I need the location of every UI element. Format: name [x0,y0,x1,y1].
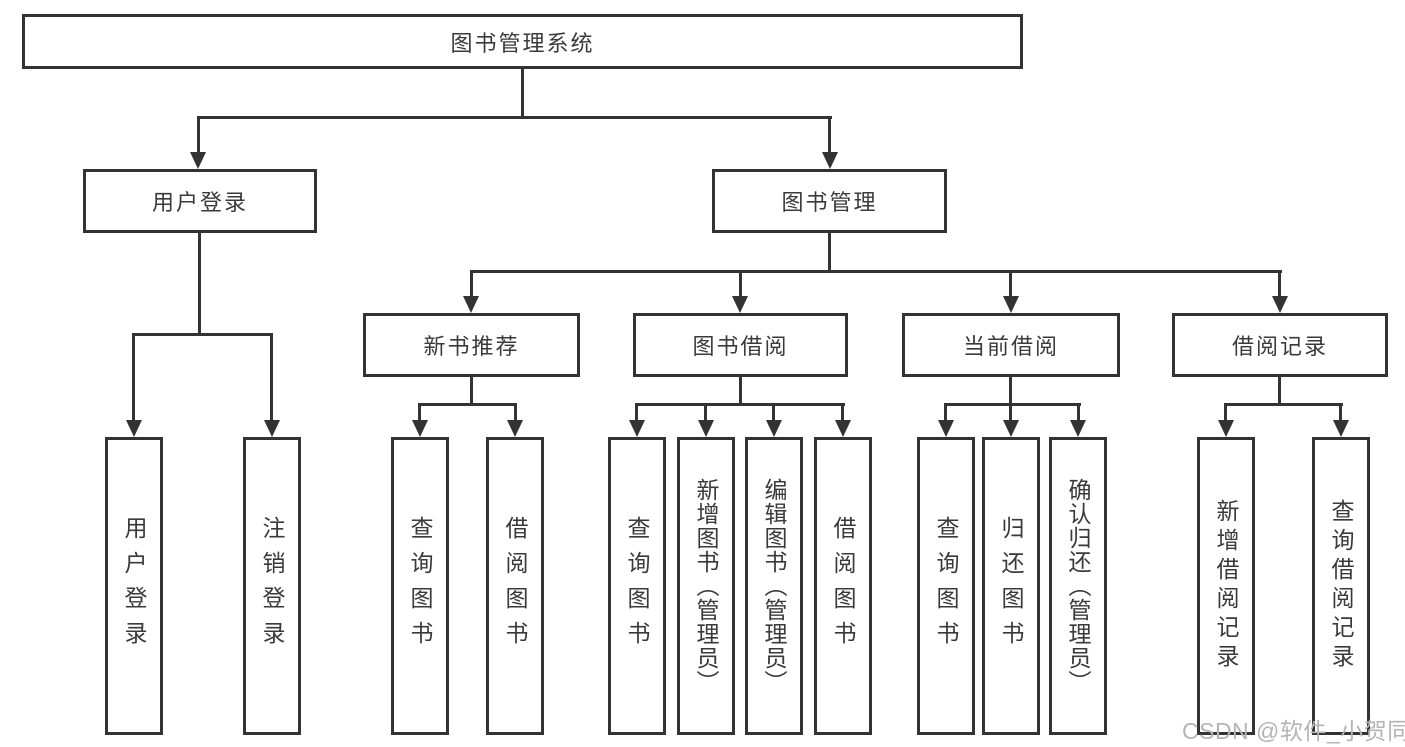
connector-drop-borrow-books-recommend [514,403,517,421]
arrowhead-query-books-borrow [629,420,645,437]
arrowhead-edit-books-admin [766,420,782,437]
arrowhead-leaf-user-login [126,420,142,437]
connector-current-borrow-stem [1009,377,1012,404]
node-borrow-records: 借阅记录 [1172,313,1388,377]
arrowhead-borrow-books-recommend [507,420,523,437]
connector-borrow-records-stem [1278,377,1281,404]
node-book-borrow: 图书借阅 [633,313,848,377]
connector-drop-add-books-admin [704,403,707,421]
connector-root-stem [521,69,524,118]
connector-borrow-records-rail [1224,403,1343,406]
arrowhead-new-book-recommend [463,296,479,313]
arrowhead-book-management [822,152,838,169]
connector-book-management-stem [828,233,831,272]
arrowhead-leaf-logout [264,420,280,437]
arrowhead-query-borrow-record [1333,420,1349,437]
leaf-confirm-return-admin: 确认归还（管理员） [1049,437,1107,735]
connector-drop-new-book-recommend [470,270,473,297]
node-new-book-recommend: 新书推荐 [363,313,580,377]
connector-drop-book-management [828,116,831,153]
connector-new-book-recommend-rail [418,403,517,406]
leaf-add-borrow-record: 新增借阅记录 [1197,437,1255,735]
connector-drop-leaf-user-login [132,333,135,421]
leaf-query-books-current: 查询图书 [917,437,975,735]
arrowhead-confirm-return-admin [1070,420,1086,437]
arrowhead-user-login [190,152,206,169]
connector-drop-return-books [1009,403,1012,421]
leaf-query-borrow-record: 查询借阅记录 [1312,437,1370,735]
connector-book-borrow-rail [635,403,845,406]
connector-drop-user-login [197,116,200,153]
connector-drop-query-books-current [944,403,947,421]
connector-drop-add-borrow-record [1224,403,1227,421]
connector-drop-edit-books-admin [772,403,775,421]
connector-drop-query-books-recommend [418,403,421,421]
arrowhead-borrow-records [1272,296,1288,313]
csdn-watermark: CSDN @软件_小贺同学 [1182,718,1405,744]
arrowhead-query-books-recommend [412,420,428,437]
arrowhead-return-books [1003,420,1019,437]
connector-drop-leaf-logout [270,333,273,421]
leaf-logout: 注销登录 [243,437,301,735]
connector-drop-book-borrow [739,270,742,297]
leaf-return-books: 归还图书 [982,437,1040,735]
connector-user-login-rail [132,333,273,336]
arrowhead-add-books-admin [698,420,714,437]
connector-drop-confirm-return-admin [1077,403,1080,421]
connector-drop-query-books-borrow [635,403,638,421]
connector-drop-query-borrow-record [1339,403,1342,421]
leaf-borrow-books-borrow: 借阅图书 [814,437,872,735]
connector-root-rail [197,116,832,119]
arrowhead-add-borrow-record [1218,420,1234,437]
node-current-borrow: 当前借阅 [902,313,1120,377]
arrowhead-current-borrow [1003,296,1019,313]
leaf-query-books-borrow: 查询图书 [608,437,666,735]
arrowhead-book-borrow [732,296,748,313]
connector-book-borrow-stem [739,377,742,404]
leaf-add-books-admin: 新增图书（管理员） [677,437,735,735]
leaf-user-login: 用户登录 [105,437,163,735]
arrowhead-query-books-current [938,420,954,437]
connector-drop-borrow-books-borrow [841,403,844,421]
leaf-edit-books-admin: 编辑图书（管理员） [745,437,803,735]
node-user-login: 用户登录 [83,169,317,233]
arrowhead-borrow-books-borrow [835,420,851,437]
node-root: 图书管理系统 [22,14,1023,69]
leaf-query-books-recommend: 查询图书 [391,437,449,735]
connector-current-borrow-rail [944,403,1081,406]
connector-user-login-stem [198,233,201,335]
leaf-borrow-books-recommend: 借阅图书 [486,437,544,735]
connector-book-management-rail [470,270,1282,273]
connector-new-book-recommend-stem [470,377,473,404]
connector-drop-borrow-records [1278,270,1281,297]
connector-drop-current-borrow [1009,270,1012,297]
node-book-management: 图书管理 [712,169,947,233]
